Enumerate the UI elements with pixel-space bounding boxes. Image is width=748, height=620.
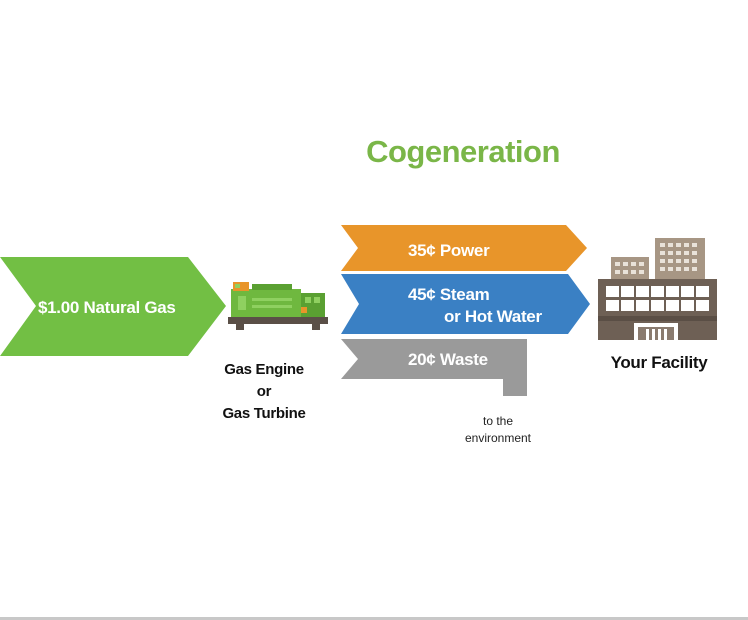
environment-caption-line2: environment [464, 431, 532, 445]
engine-caption: Gas Engine or Gas Turbine [214, 359, 314, 425]
steam-arrow [341, 274, 590, 334]
natural-gas-label: $1.00 Natural Gas [38, 298, 176, 317]
engine-caption-line3: Gas Turbine [222, 405, 306, 422]
steam-label-line2: or Hot Water [444, 307, 542, 326]
facility-caption: Your Facility [610, 353, 708, 372]
bottom-divider [0, 617, 748, 620]
generator-icon [228, 282, 328, 330]
power-arrow [341, 225, 587, 271]
environment-caption-line1: to the [482, 414, 514, 428]
steam-label-line1: 45¢ Steam [408, 285, 490, 304]
engine-caption-line2: or [256, 383, 272, 400]
waste-arrow [341, 339, 527, 396]
page-title: Cogeneration [366, 134, 560, 169]
waste-label: 20¢ Waste [408, 350, 488, 369]
power-label: 35¢ Power [408, 241, 490, 260]
engine-caption-line1: Gas Engine [224, 361, 304, 378]
environment-caption: to the environment [450, 413, 546, 447]
natural-gas-arrow [0, 257, 226, 356]
facility-building-icon [598, 238, 717, 340]
